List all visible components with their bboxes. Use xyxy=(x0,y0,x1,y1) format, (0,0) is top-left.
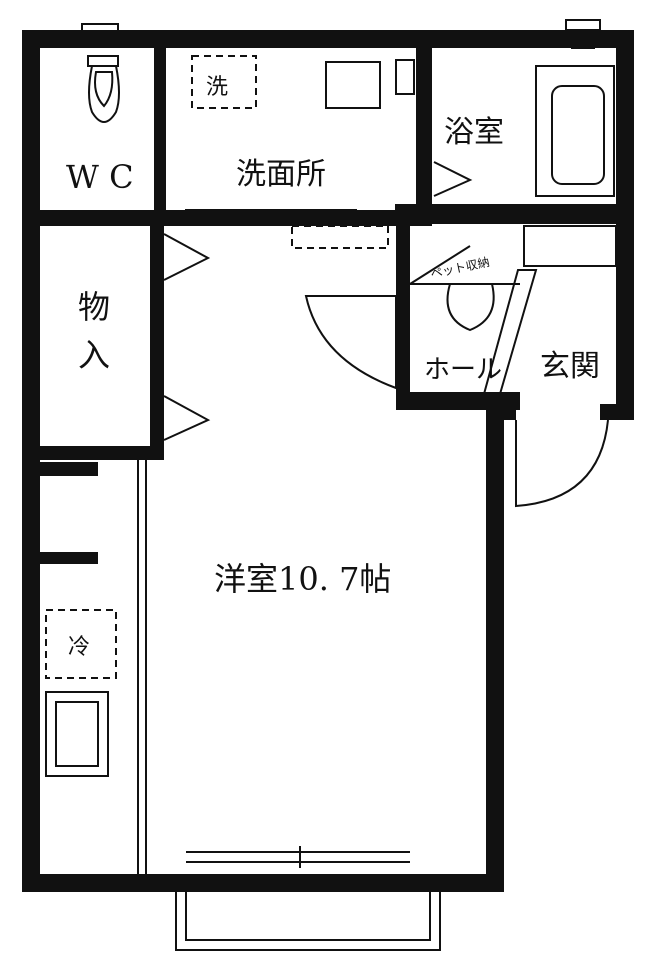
storage-label-bottom: 入 xyxy=(78,336,110,374)
water-heater xyxy=(395,59,415,95)
entrance-label: 玄関 xyxy=(540,349,600,384)
kitchen: 冷 xyxy=(23,460,147,874)
hall-closet-doors xyxy=(446,283,495,332)
fridge-label: 冷 xyxy=(68,635,90,660)
sliding-door xyxy=(185,209,357,219)
sink-basin xyxy=(55,701,99,767)
storage-label-top: 物 xyxy=(78,288,110,326)
vents xyxy=(81,19,601,33)
interior-walls xyxy=(22,48,634,564)
dashed-shelf xyxy=(291,225,389,249)
hall-label: ホール xyxy=(424,355,502,385)
wc-label: W C xyxy=(66,158,134,196)
sink xyxy=(45,691,109,777)
window-kitchen xyxy=(23,699,39,741)
wc-room: W C xyxy=(66,55,159,200)
outer-walls xyxy=(22,30,634,892)
washroom-label: 洗面所 xyxy=(236,157,326,192)
entrance: 玄関 xyxy=(482,225,617,508)
closet-door-mark-bottom xyxy=(163,395,211,441)
bath-door-mark xyxy=(433,161,473,197)
entrance-door-swing xyxy=(515,419,609,508)
pet-storage-label: ペット収納 xyxy=(429,255,491,281)
washroom: 洗 洗面所 xyxy=(185,55,473,249)
step xyxy=(482,269,538,395)
hall: ペット収納 ホール xyxy=(304,245,520,390)
washbasin xyxy=(325,61,381,109)
fridge-space xyxy=(45,609,117,679)
bath-room: 浴室 xyxy=(444,35,615,197)
pet-door-swing xyxy=(409,245,471,285)
western-room-label: 洋室10. 7帖 xyxy=(214,560,391,598)
closet-door-mark-top xyxy=(163,233,211,281)
storage-closet: 物 入 xyxy=(78,233,211,441)
western-room: 洋室10. 7帖 xyxy=(214,560,391,598)
room-door-swing xyxy=(304,295,397,390)
washer-space xyxy=(191,55,257,109)
bath-label: 浴室 xyxy=(444,115,504,150)
washer-label: 洗 xyxy=(206,75,228,100)
balcony xyxy=(175,846,441,951)
